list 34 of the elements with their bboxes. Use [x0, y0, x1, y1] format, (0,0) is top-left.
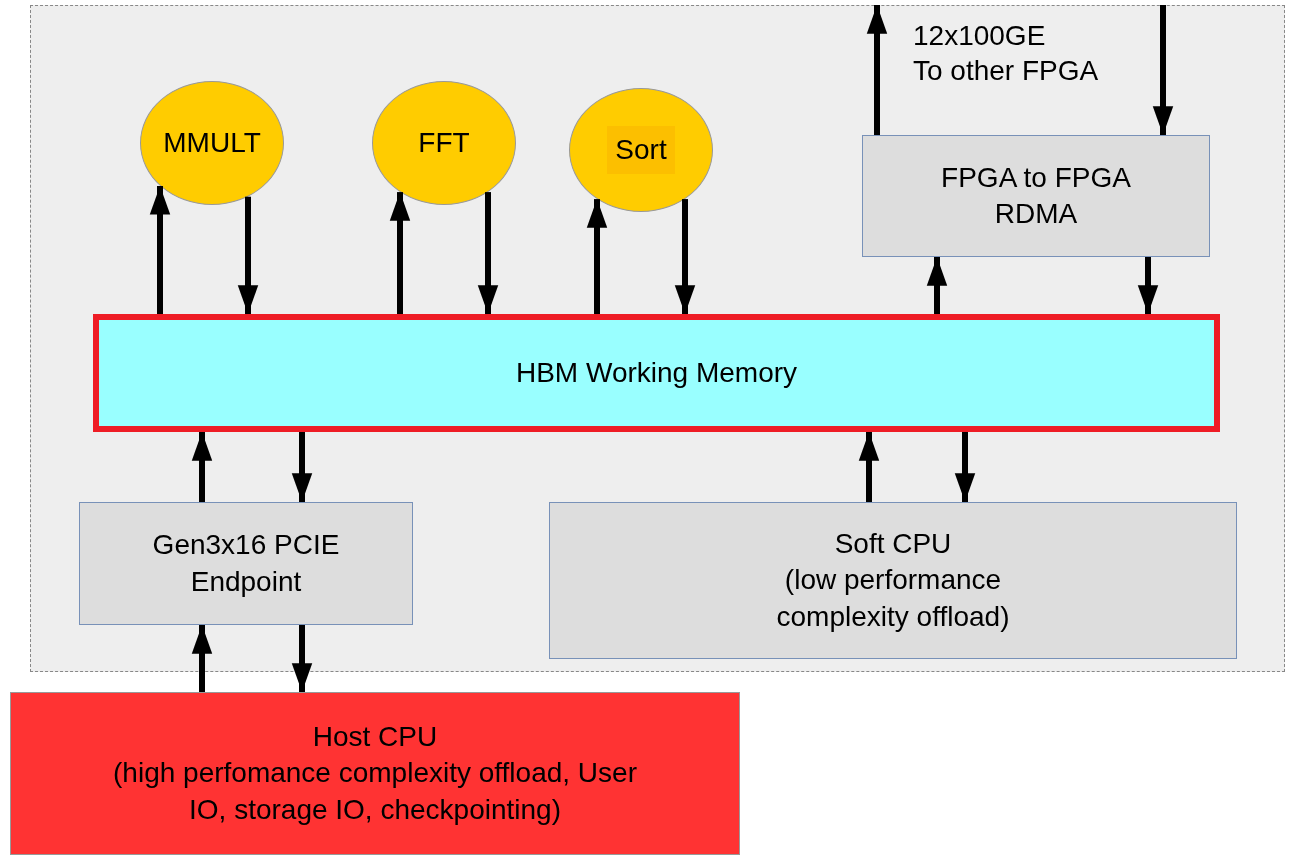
memory-bar	[93, 314, 1220, 432]
arrow	[858, 432, 880, 502]
arrow	[191, 625, 213, 692]
link-label: To other FPGA	[913, 54, 1099, 88]
node-label: (high perfomance complexity offload, User IO, storage IO, checkpointing)	[112, 756, 638, 827]
arrow	[674, 199, 696, 314]
host-box	[10, 692, 740, 855]
block-box	[862, 135, 1210, 257]
arrow	[191, 432, 213, 502]
arrow	[866, 5, 888, 135]
arrow	[389, 192, 411, 314]
arrow	[1137, 257, 1159, 314]
node-label: FFT	[418, 125, 470, 160]
arrow	[149, 185, 171, 314]
fpga-boundary-box	[30, 5, 1285, 672]
node-label: Soft CPU	[834, 526, 952, 561]
node-label: MMULT	[163, 125, 261, 160]
arrow	[954, 432, 976, 502]
arrow	[237, 196, 259, 314]
arrow	[1152, 5, 1174, 135]
node-label: Sort	[607, 125, 675, 175]
arrow	[291, 432, 313, 502]
arrow	[477, 192, 499, 314]
arrow	[291, 625, 313, 692]
arrow	[926, 257, 948, 314]
node-label: Gen3x16 PCIE Endpoint	[151, 528, 341, 599]
node-label: FPGA to FPGA RDMA	[940, 160, 1132, 231]
block-box	[549, 502, 1237, 659]
arrow	[586, 199, 608, 314]
link-label: 12x100GE	[913, 19, 1046, 53]
node-label: (low performance complexity offload)	[775, 563, 1011, 634]
node-label: Host CPU	[312, 719, 438, 754]
node-label: HBM Working Memory	[515, 355, 798, 390]
block-box	[79, 502, 413, 625]
